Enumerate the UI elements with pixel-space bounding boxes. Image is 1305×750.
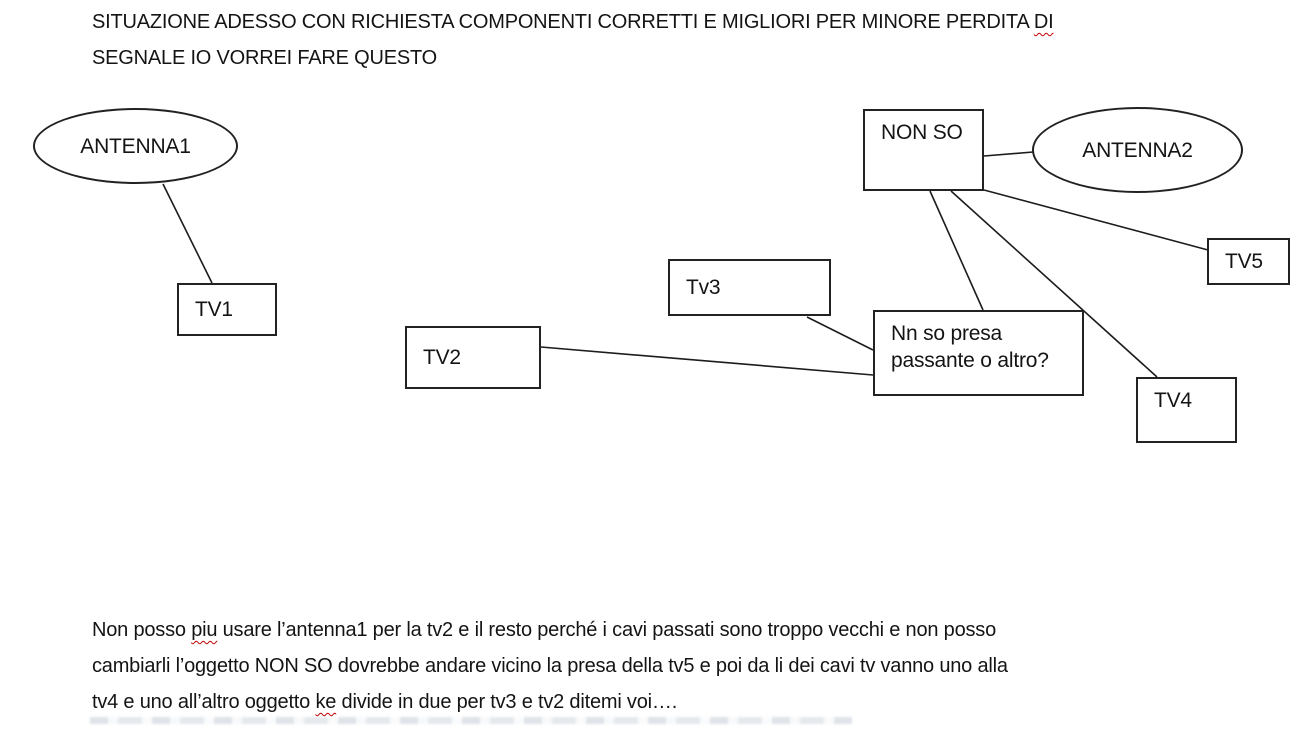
- text-segment: usare l’antenna1 per la tv2 e il resto p…: [217, 619, 997, 641]
- node-antenna1[interactable]: ANTENNA1: [33, 108, 238, 184]
- footer-paragraph: Non posso piu usare l’antenna1 per la tv…: [92, 612, 1008, 720]
- node-label: TV4: [1154, 389, 1192, 412]
- edge-tv2-nnbox: [540, 346, 874, 376]
- node-tv5[interactable]: TV5: [1207, 238, 1290, 285]
- edge-nonso-nnbox: [929, 190, 984, 311]
- edge-nonso-tv5: [983, 189, 1209, 251]
- text-line: cambiarli l’oggetto NON SO dovrebbe anda…: [92, 648, 1008, 684]
- node-label: ANTENNA2: [1082, 138, 1193, 162]
- text-line: SITUAZIONE ADESSO CON RICHIESTA COMPONEN…: [92, 4, 1054, 40]
- node-tv1[interactable]: TV1: [177, 283, 277, 336]
- node-nonso[interactable]: NON SO: [863, 109, 984, 191]
- node-tv2[interactable]: TV2: [405, 326, 541, 389]
- node-label: TV1: [195, 298, 233, 321]
- text-segment: SITUAZIONE ADESSO CON RICHIESTA COMPONEN…: [92, 11, 1034, 33]
- misspelled-word: piu: [191, 619, 218, 641]
- misspelled-word: DI: [1033, 11, 1054, 33]
- node-label: ANTENNA1: [80, 134, 191, 158]
- text-line: SEGNALE IO VORREI FARE QUESTO: [92, 40, 1053, 76]
- edge-nonso-tv4: [950, 190, 1158, 378]
- node-label: Tv3: [686, 276, 721, 299]
- text-segment: cambiarli l’oggetto NON SO dovrebbe anda…: [92, 655, 1008, 677]
- header-paragraph: SITUAZIONE ADESSO CON RICHIESTA COMPONEN…: [92, 4, 1054, 76]
- text-line: tv4 e uno all’altro oggetto ke divide in…: [92, 684, 1008, 720]
- node-nnbox[interactable]: Nn so presa passante o altro?: [873, 310, 1084, 396]
- node-label: passante o altro?: [891, 349, 1049, 372]
- text-segment: Non posso: [92, 619, 192, 641]
- node-label: NON SO: [881, 121, 963, 144]
- text-segment: divide in due per tv3 e tv2 ditemi voi….: [336, 691, 678, 713]
- cropped-text-artifact: [90, 717, 852, 724]
- text-segment: tv4 e uno all’altro oggetto: [92, 691, 316, 713]
- text-line: Non posso piu usare l’antenna1 per la tv…: [92, 612, 1008, 648]
- node-label: TV2: [423, 346, 461, 369]
- misspelled-word: ke: [315, 691, 337, 713]
- edge-tv3-nnbox: [806, 316, 874, 351]
- node-antenna2[interactable]: ANTENNA2: [1032, 107, 1243, 193]
- text-segment: SEGNALE IO VORREI FARE QUESTO: [92, 47, 438, 69]
- node-label: Nn so presa: [891, 322, 1003, 345]
- node-tv3[interactable]: Tv3: [668, 259, 831, 316]
- edge-antenna1-tv1: [162, 183, 213, 284]
- node-label: TV5: [1225, 250, 1263, 273]
- edge-nonso-antenna2: [983, 151, 1034, 157]
- node-tv4[interactable]: TV4: [1136, 377, 1237, 443]
